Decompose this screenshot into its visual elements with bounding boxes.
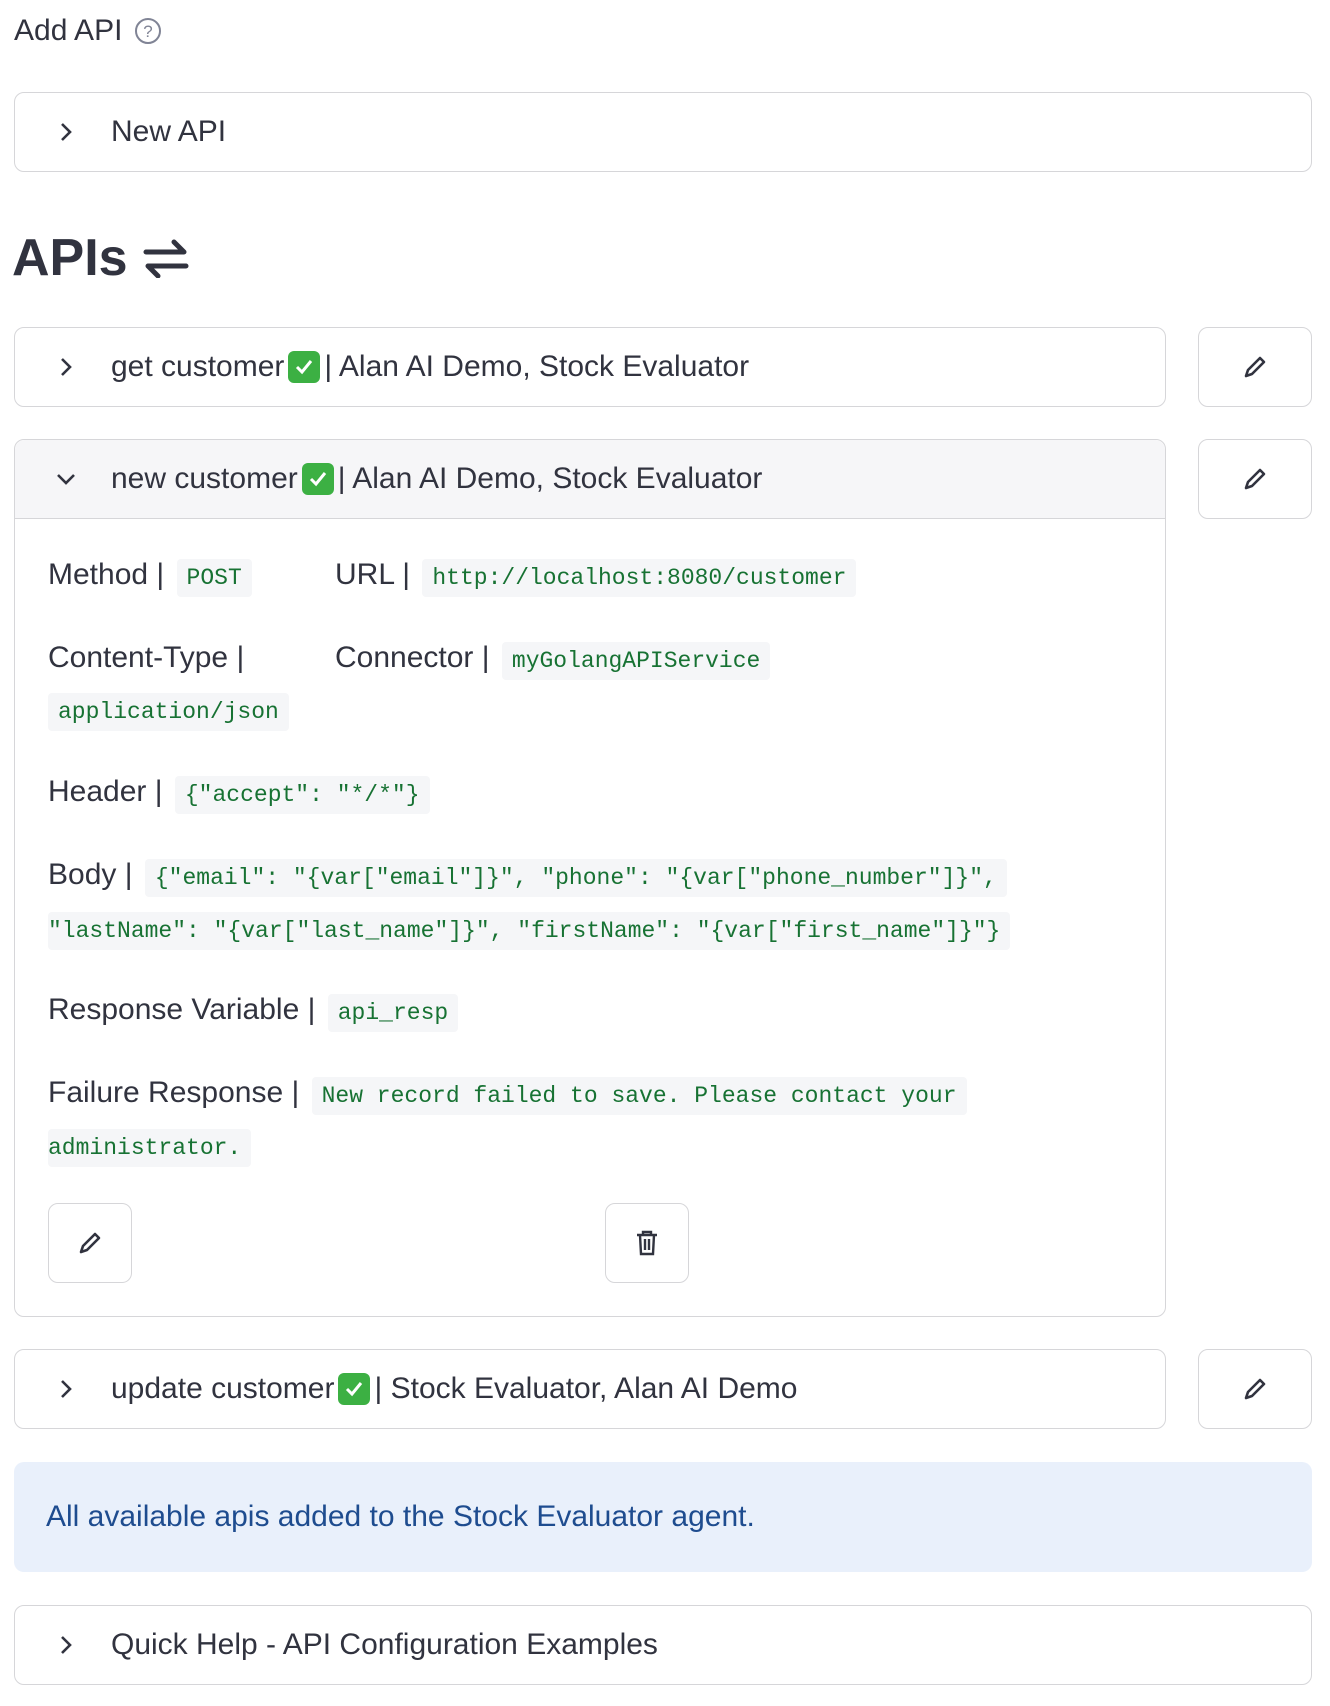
apis-heading: APIs bbox=[12, 228, 190, 288]
content-type-value: application/json bbox=[48, 693, 289, 731]
header-row: Header | {"accept": "*/*"} bbox=[48, 775, 430, 814]
body-row-2: "lastName": "{var["last_name"]}", "first… bbox=[48, 911, 1011, 950]
failure-response-line2: administrator. bbox=[48, 1129, 252, 1167]
content-type-value-row: application/json bbox=[48, 692, 289, 731]
edit-new-customer-button[interactable] bbox=[1198, 439, 1312, 519]
connector-value: myGolangAPIService bbox=[501, 642, 771, 680]
failure-response-row-2: administrator. bbox=[48, 1128, 252, 1167]
api-agents: | Stock Evaluator, Alan AI Demo bbox=[374, 1372, 798, 1405]
edit-detail-button[interactable] bbox=[48, 1203, 132, 1283]
content-type-label: Content-Type | bbox=[48, 641, 245, 674]
info-alert: All available apis added to the Stock Ev… bbox=[14, 1462, 1312, 1572]
header-label: Header | bbox=[48, 775, 163, 808]
body-label: Body | bbox=[48, 858, 133, 891]
question-circle-icon[interactable]: ? bbox=[134, 17, 162, 45]
apis-title: APIs bbox=[12, 229, 128, 287]
chevron-right-icon bbox=[55, 121, 77, 143]
header-value: {"accept": "*/*"} bbox=[174, 776, 430, 814]
chevron-right-icon bbox=[55, 1634, 77, 1656]
connector-label: Connector | bbox=[335, 641, 490, 674]
quick-help-label: Quick Help - API Configuration Examples bbox=[111, 1628, 658, 1661]
add-api-label: Add API ? bbox=[14, 14, 162, 48]
response-variable-value: api_resp bbox=[327, 994, 459, 1032]
swap-arrows-icon bbox=[143, 239, 189, 278]
new-api-label: New API bbox=[111, 115, 227, 148]
pencil-icon bbox=[1244, 356, 1266, 378]
url-value: http://localhost:8080/customer bbox=[422, 559, 857, 597]
connector-row: Connector | myGolangAPIService bbox=[335, 641, 771, 680]
pencil-icon bbox=[1244, 1378, 1266, 1400]
body-value-line2: "lastName": "{var["last_name"]}", "first… bbox=[48, 912, 1011, 950]
url-label: URL | bbox=[335, 558, 411, 591]
content-type-label-row: Content-Type | bbox=[48, 641, 248, 675]
api-name: new customer bbox=[111, 462, 298, 495]
trash-icon bbox=[637, 1230, 657, 1256]
pencil-icon bbox=[1244, 468, 1266, 490]
chevron-right-icon bbox=[55, 356, 77, 378]
api-agents: | Alan AI Demo, Stock Evaluator bbox=[324, 350, 750, 383]
quick-help-expander[interactable]: Quick Help - API Configuration Examples bbox=[14, 1605, 1312, 1685]
method-value: POST bbox=[176, 559, 252, 597]
check-icon bbox=[288, 351, 321, 383]
response-variable-label: Response Variable | bbox=[48, 993, 316, 1026]
pencil-icon bbox=[79, 1232, 101, 1254]
body-row: Body | {"email": "{var["email"]}", "phon… bbox=[48, 858, 1007, 897]
add-api-text: Add API bbox=[14, 14, 123, 47]
check-icon bbox=[338, 1373, 371, 1405]
check-icon bbox=[301, 463, 334, 495]
api-expander-update-customer[interactable]: update customer | Stock Evaluator, Alan … bbox=[14, 1349, 1166, 1429]
failure-response-label: Failure Response | bbox=[48, 1076, 300, 1109]
delete-button[interactable] bbox=[605, 1203, 689, 1283]
svg-text:?: ? bbox=[144, 22, 153, 41]
url-row: URL | http://localhost:8080/customer bbox=[335, 558, 857, 597]
new-api-expander[interactable]: New API bbox=[14, 92, 1312, 172]
api-name: update customer bbox=[111, 1372, 335, 1405]
method-row: Method | POST bbox=[48, 558, 252, 597]
info-message: All available apis added to the Stock Ev… bbox=[46, 1500, 755, 1533]
edit-get-customer-button[interactable] bbox=[1198, 327, 1312, 407]
failure-response-line1: New record failed to save. Please contac… bbox=[311, 1077, 967, 1115]
edit-update-customer-button[interactable] bbox=[1198, 1349, 1312, 1429]
api-agents: | Alan AI Demo, Stock Evaluator bbox=[337, 462, 763, 495]
response-variable-row: Response Variable | api_resp bbox=[48, 993, 459, 1032]
chevron-down-icon bbox=[55, 468, 77, 490]
chevron-right-icon bbox=[55, 1378, 77, 1400]
api-expander-get-customer[interactable]: get customer | Alan AI Demo, Stock Evalu… bbox=[14, 327, 1166, 407]
failure-response-row: Failure Response | New record failed to … bbox=[48, 1076, 967, 1115]
api-name: get customer bbox=[111, 350, 285, 383]
body-value-line1: {"email": "{var["email"]}", "phone": "{v… bbox=[144, 859, 1007, 897]
method-label: Method | bbox=[48, 558, 165, 591]
